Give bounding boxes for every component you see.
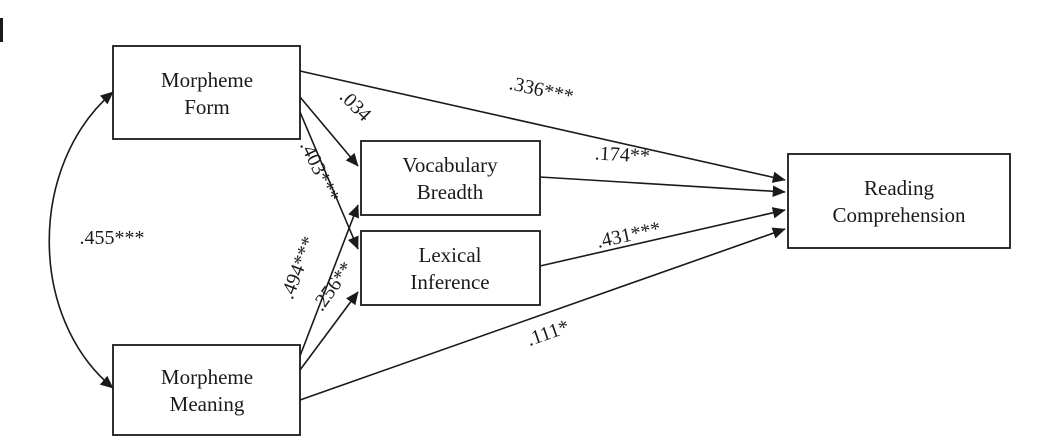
edge-form-reading [299,70,786,183]
reading-comprehension-box [787,153,1011,249]
edge-vocab-reading [539,176,786,198]
node-lexical-inference: Lexical Inference [360,230,541,306]
edge-form-vocab [299,96,359,167]
morpheme-form-label-line2: Form [184,95,230,119]
coefficient-meaning-lexical: .256** [308,258,358,315]
scan-artifact [0,18,3,42]
lexical-inference-box [360,230,541,306]
coefficient-vocab-reading: .174** [594,142,650,167]
vocabulary-breadth-label-line2: Breadth [417,180,484,204]
coefficient-form-meaning: .455*** [80,227,145,249]
edge-form-lexical [299,111,359,250]
coefficient-form-vocab: .034 [335,86,375,126]
lexical-inference-label-line1: Lexical [419,243,482,267]
coefficient-meaning-reading: .111* [524,316,572,351]
edge-form-meaning-covariance [48,91,114,389]
reading-comprehension-label-line1: Reading [864,176,934,200]
node-vocabulary-breadth: Vocabulary Breadth [360,140,541,216]
edge-meaning-lexical [299,291,359,371]
morpheme-form-box [112,45,301,140]
morpheme-meaning-label-line2: Meaning [170,392,245,416]
vocabulary-breadth-label-line1: Vocabulary [402,153,498,177]
morpheme-meaning-box [112,344,301,436]
edge-meaning-reading [299,227,786,401]
node-morpheme-meaning: Morpheme Meaning [112,344,301,436]
morpheme-meaning-label-line1: Morpheme [161,365,253,389]
edge-lexical-reading [539,207,786,267]
vocabulary-breadth-box [360,140,541,216]
reading-comprehension-label-line2: Comprehension [833,203,966,227]
node-reading-comprehension: Reading Comprehension [787,153,1011,249]
node-morpheme-form: Morpheme Form [112,45,301,140]
lexical-inference-label-line2: Inference [410,270,489,294]
coefficient-form-reading: .336*** [507,72,575,108]
coefficient-meaning-vocab: .494*** [276,234,320,303]
morpheme-form-label-line1: Morpheme [161,68,253,92]
coefficient-lexical-reading: .431*** [595,218,663,253]
coefficient-form-lexical: .403*** [295,137,343,205]
edge-meaning-vocab [299,204,359,357]
